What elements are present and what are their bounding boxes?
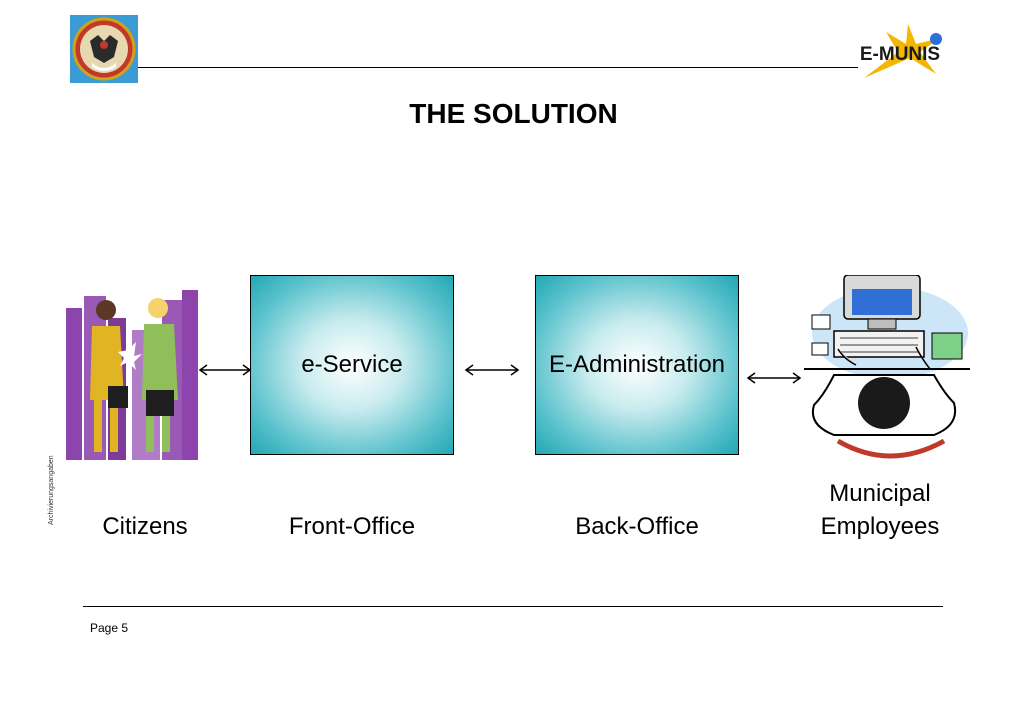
municipal-label-line2: Employees bbox=[820, 513, 940, 540]
city-crest-logo bbox=[70, 15, 138, 83]
emunis-logo: E-MUNIS bbox=[850, 22, 950, 80]
header-rule bbox=[138, 67, 858, 68]
page-number: Page 5 bbox=[90, 621, 129, 635]
bidirectional-arrow bbox=[746, 372, 802, 384]
footer-rule bbox=[83, 606, 943, 607]
front-office-label: Front-Office bbox=[288, 513, 416, 540]
bidirectional-arrow bbox=[464, 364, 520, 376]
eservice-box: e-Service bbox=[250, 275, 454, 455]
municipal-employees-label: Municipal Employees bbox=[790, 477, 970, 543]
archive-note: Archivierungsangaben bbox=[48, 455, 55, 525]
back-office-label: Back-Office bbox=[575, 513, 699, 540]
bidirectional-arrow bbox=[198, 364, 252, 376]
eadministration-label: E-Administration bbox=[548, 351, 726, 378]
employee-at-computer-illustration bbox=[804, 274, 970, 465]
slide-title: THE SOLUTION bbox=[409, 98, 618, 129]
citizens-handshake-illustration bbox=[62, 290, 200, 460]
eadministration-box: E-Administration bbox=[535, 275, 739, 455]
svg-text:E-MUNIS: E-MUNIS bbox=[860, 44, 940, 65]
citizens-label: Citizens bbox=[102, 513, 188, 540]
eservice-label: e-Service bbox=[301, 351, 403, 378]
municipal-label-line1: Municipal bbox=[829, 480, 931, 507]
